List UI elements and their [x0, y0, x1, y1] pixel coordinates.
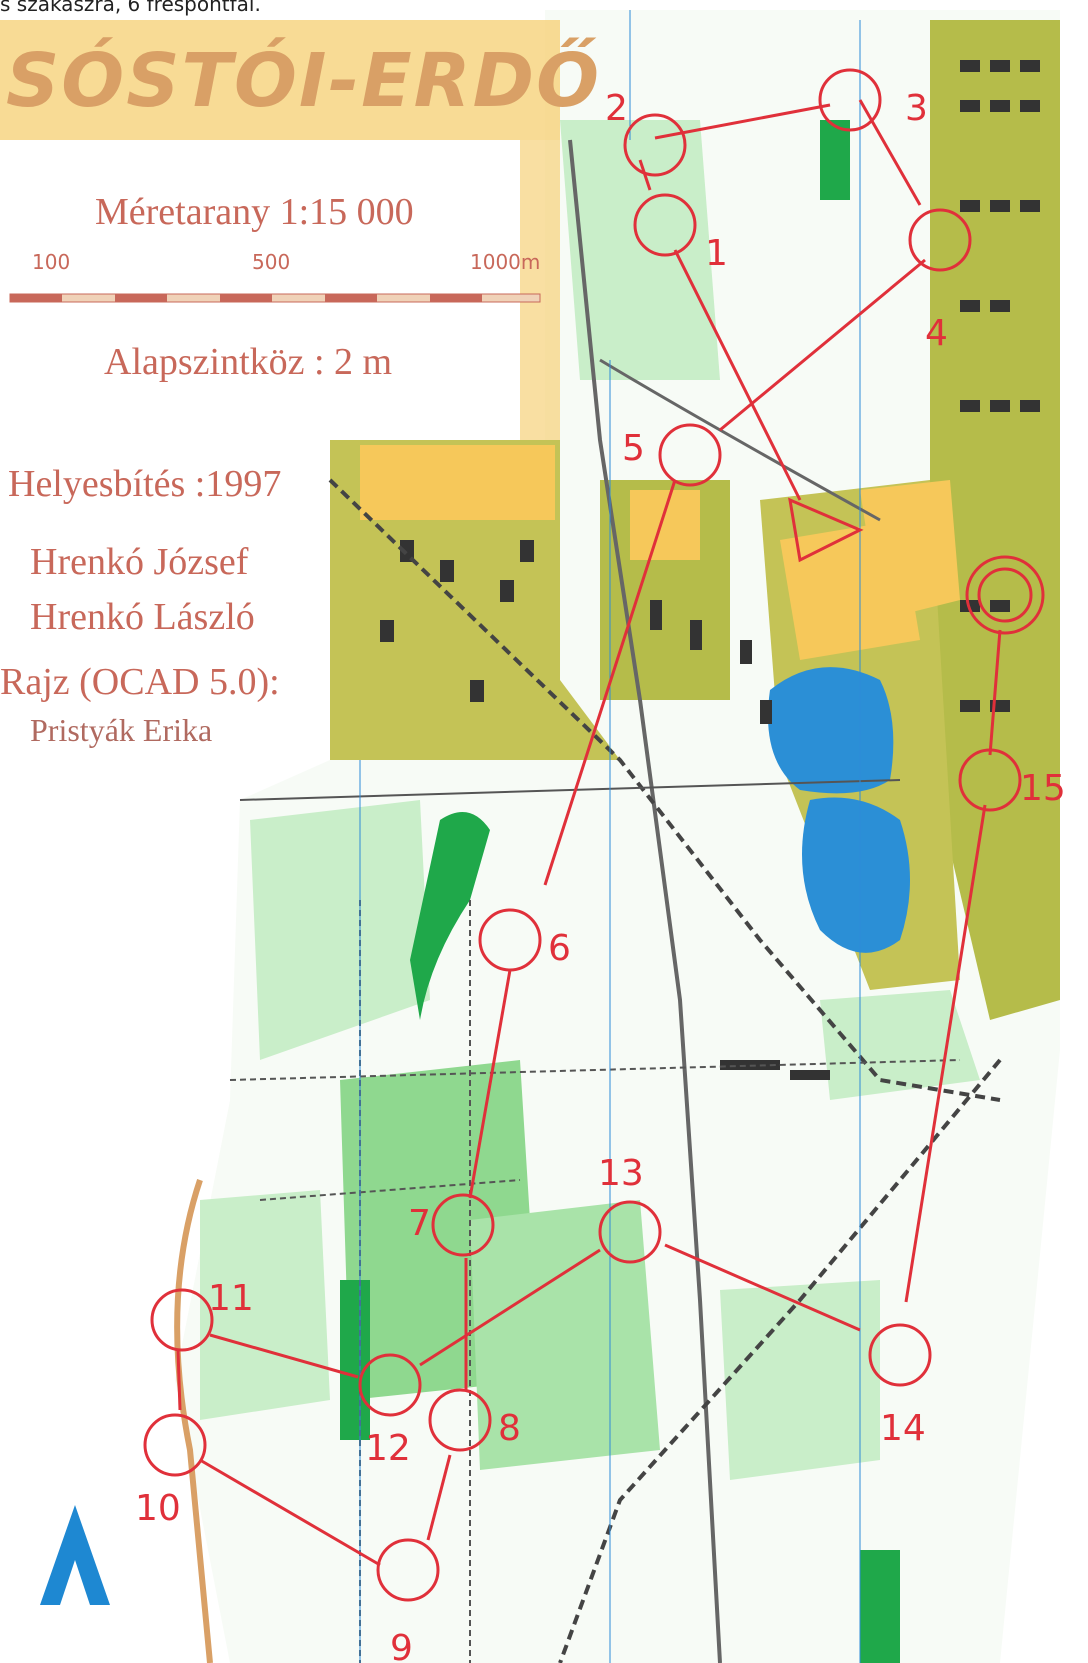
control-circle-1	[633, 193, 697, 257]
control-circle-11	[150, 1288, 214, 1352]
control-circle-13	[598, 1200, 662, 1264]
control-number-5: 5	[622, 428, 645, 469]
control-numbers: 1 2 3 4 5 6 7 8 9 10 11 12 13 14 15	[135, 88, 1066, 1663]
control-number-1: 1	[705, 233, 728, 274]
control-circle-3	[818, 68, 882, 132]
scale-tick-100: 100	[32, 250, 71, 274]
control-number-8: 8	[498, 1408, 521, 1449]
forest-green-3	[470, 1200, 660, 1470]
thicket-3	[860, 1550, 900, 1663]
control-circle-5	[658, 423, 722, 487]
control-number-3: 3	[905, 88, 928, 129]
scale-tick-1000: 1000m	[470, 250, 541, 274]
control-number-14: 14	[880, 1408, 926, 1449]
thicket-1	[410, 812, 490, 1020]
thicket-4	[820, 120, 850, 200]
control-circle-8	[428, 1388, 492, 1452]
author-1: Hrenkó József	[30, 541, 249, 583]
settlement-right-yellow	[860, 480, 960, 620]
settlement-center-yellow	[630, 490, 700, 560]
drawing-label: Rajz (OCAD 5.0):	[0, 661, 280, 703]
control-circles	[143, 68, 1045, 1602]
thicket-2	[340, 1280, 370, 1440]
settlement-west-yellow	[360, 445, 555, 520]
control-circle-10	[143, 1413, 207, 1477]
control-number-15: 15	[1020, 768, 1066, 809]
control-circle-9	[376, 1538, 440, 1602]
finish-double-circle-inner	[977, 567, 1033, 623]
update-label: Helyesbítés :1997	[8, 463, 282, 505]
scale-bar	[9, 293, 541, 303]
control-number-4: 4	[925, 313, 948, 354]
open-land-east-strip	[520, 140, 560, 440]
control-circle-4	[908, 208, 972, 272]
scale-ticks: 100 500 1000m	[0, 250, 545, 300]
contour-interval-label: Alapszintköz : 2 m	[104, 341, 393, 383]
control-number-9: 9	[390, 1628, 413, 1663]
forest-green-7	[720, 1280, 880, 1480]
scale-label: Méretarany 1:15 000	[95, 191, 414, 233]
forest-green-1	[250, 800, 430, 1060]
drawer-name: Pristyák Erika	[30, 712, 213, 748]
lake-south	[802, 797, 910, 953]
control-circle-14	[868, 1323, 932, 1387]
lake-north	[768, 667, 894, 794]
north-arrow-icon	[40, 1505, 110, 1605]
open-land-title-strip	[0, 20, 560, 140]
control-number-6: 6	[548, 928, 571, 969]
map-title: SÓSTÓI-ERDŐ	[6, 38, 601, 124]
forest-green-4	[200, 1190, 330, 1420]
roads	[174, 10, 1002, 1663]
control-number-12: 12	[365, 1428, 411, 1469]
control-number-7: 7	[408, 1203, 431, 1244]
control-number-11: 11	[208, 1278, 254, 1319]
open-land-title-band	[0, 20, 545, 1380]
control-number-2: 2	[605, 88, 628, 129]
control-circle-15	[958, 748, 1022, 812]
control-circle-7	[431, 1193, 495, 1257]
course-legs	[176, 99, 1002, 1567]
control-circle-6	[478, 908, 542, 972]
control-number-10: 10	[135, 1488, 181, 1529]
control-circle-12	[358, 1353, 422, 1417]
control-number-13: 13	[598, 1153, 644, 1194]
author-2: Hrenkó László	[30, 596, 255, 638]
page-caption: s szakaszra, 6 frespontfal.	[0, 0, 261, 16]
start-triangle-icon	[788, 497, 864, 563]
finish-double-circle-outer	[965, 555, 1045, 635]
scale-tick-500: 500	[252, 250, 291, 274]
forest-green-5	[560, 120, 720, 380]
control-circle-2	[623, 113, 687, 177]
